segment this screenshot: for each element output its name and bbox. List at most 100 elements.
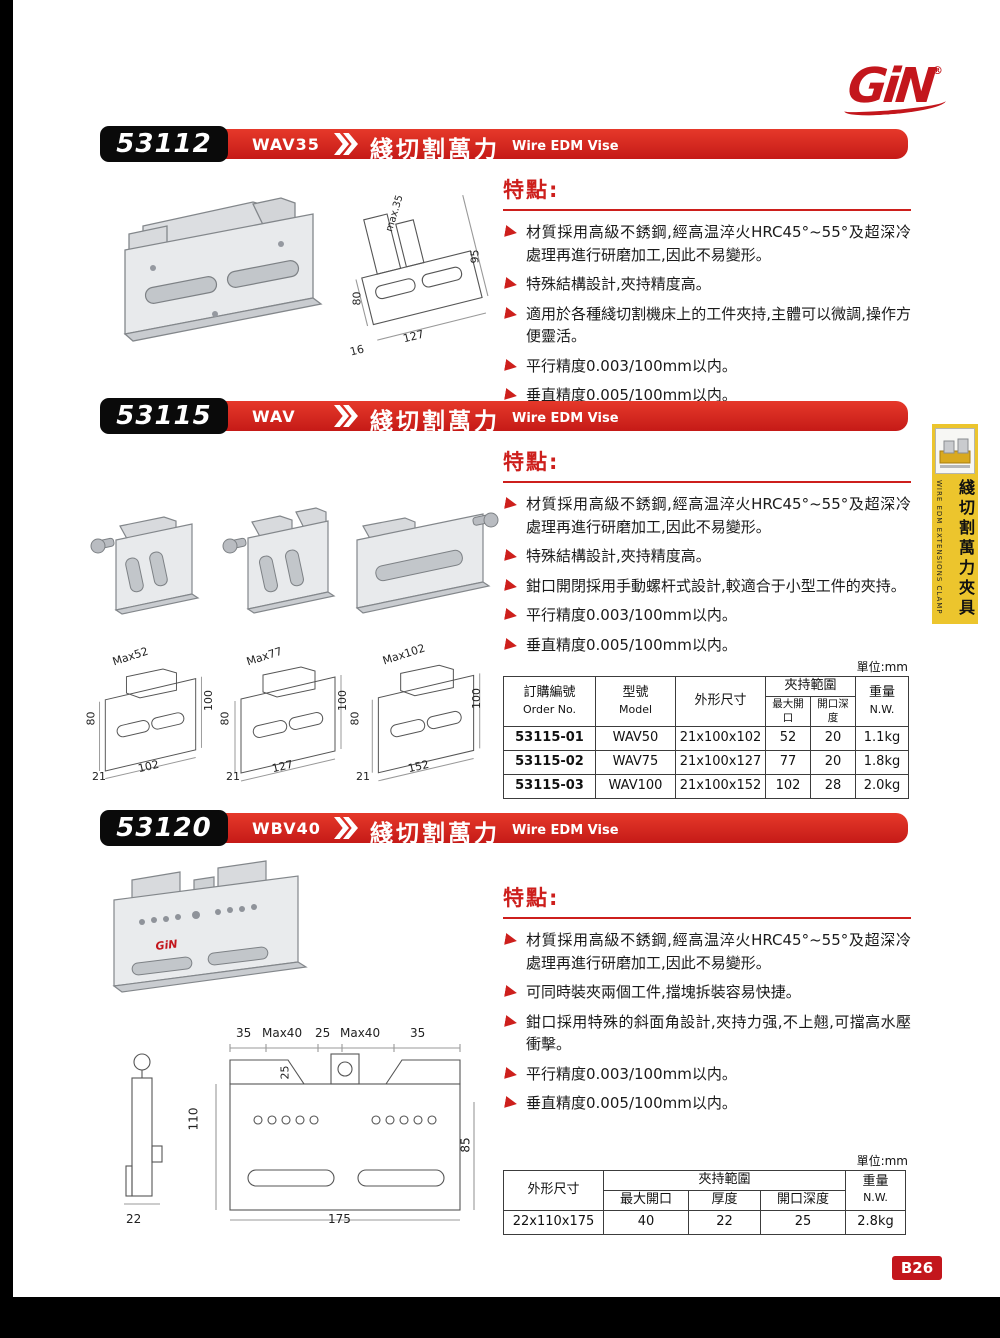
cell-open-depth: 28 bbox=[810, 774, 856, 800]
side-tab-text-zh: 綫切割萬力夾具 bbox=[956, 479, 975, 619]
cell-max-open: 77 bbox=[765, 750, 811, 776]
feature-text: 適用於各種綫切割機床上的工件夾持,主體可以微調,操作方便靈活。 bbox=[526, 304, 911, 346]
order-number-badge: 53120 bbox=[100, 810, 228, 846]
section-header-53115: 53115 WAV 綫切割萬力 Wire EDM Vise bbox=[0, 398, 1000, 435]
feature-item: 材質採用高級不銹鋼,經高温淬火HRC45°~55°及超深冷處理再進行研磨加工,因… bbox=[503, 929, 911, 974]
dim-label: 80 bbox=[350, 291, 364, 306]
col-header-en: N.W. bbox=[869, 702, 895, 716]
col-header-en: N.W. bbox=[863, 1191, 888, 1205]
dim-label: 175 bbox=[328, 1212, 351, 1226]
unit-label: 單位:mm bbox=[856, 660, 908, 674]
col-header-en: Order No. bbox=[522, 702, 577, 716]
feature-item: 平行精度0.003/100mm以内。 bbox=[503, 355, 911, 378]
feature-text: 鉗口開閉採用手動螺杆式設計,較適合于小型工件的夾持。 bbox=[526, 576, 906, 595]
cell-order-no: 53115-01 bbox=[503, 726, 596, 752]
bullet-flag-icon bbox=[504, 1096, 518, 1110]
cell-size: 22x110x175 bbox=[503, 1209, 604, 1235]
col-header-range: 夾持範圍 bbox=[603, 1170, 846, 1191]
feature-text: 可同時裝夾兩個工件,擋塊拆裝容易快捷。 bbox=[526, 983, 801, 1001]
product-image-wav75 bbox=[222, 507, 336, 614]
col-header-en: Model bbox=[618, 702, 653, 716]
col-header-range: 夾持範圍 bbox=[765, 676, 856, 697]
features-title: 特點: bbox=[503, 450, 560, 474]
section-title-en: Wire EDM Vise bbox=[512, 823, 619, 838]
dim-label: 35 bbox=[410, 1026, 426, 1040]
features-rule bbox=[503, 917, 911, 919]
product-logo-text: GiN bbox=[155, 937, 178, 953]
dim-label: 35 bbox=[236, 1026, 252, 1040]
col-header-model: 型號 Model bbox=[595, 675, 676, 728]
gin-logo: GiN® bbox=[843, 58, 966, 120]
col-header-zh: 訂購編號 bbox=[523, 684, 576, 700]
cell-max-open: 40 bbox=[603, 1209, 689, 1235]
page-edge-bottom bbox=[0, 1297, 1000, 1338]
dim-label: 21 bbox=[226, 770, 240, 783]
dim-label: 22 bbox=[126, 1212, 142, 1226]
page-edge-left bbox=[0, 0, 13, 1338]
feature-text: 垂直精度0.005/100mm以内。 bbox=[526, 1094, 737, 1112]
front-view-drawing-wbv40 bbox=[215, 1044, 475, 1221]
cell-size: 21x100x152 bbox=[675, 774, 766, 800]
features-title: 特點: bbox=[503, 886, 560, 910]
cell-order-no: 53115-02 bbox=[503, 750, 596, 776]
header-red-bar bbox=[112, 401, 908, 431]
section-header-53120: 53120 WBV40 綫切割萬力 Wire EDM Vise bbox=[0, 810, 1000, 847]
feature-item: 垂直精度0.005/100mm以内。 bbox=[503, 384, 911, 407]
header-red-bar bbox=[112, 813, 908, 843]
feature-text: 特殊結構設計,夾持精度高。 bbox=[526, 547, 711, 565]
cell-model: WAV100 bbox=[595, 774, 676, 800]
dimension-drawing-wav75 bbox=[234, 666, 342, 782]
bullet-flag-icon bbox=[504, 985, 518, 999]
feature-text: 特殊結構設計,夾持精度高。 bbox=[526, 275, 711, 293]
dim-label: 100 bbox=[470, 688, 483, 709]
side-tab-thumbnail bbox=[935, 428, 975, 474]
product-image-wav50 bbox=[90, 516, 200, 615]
table-row: 22x110x175 40 22 25 2.8kg bbox=[503, 1209, 906, 1235]
section-header-53112: 53112 WAV35 綫切割萬力 Wire EDM Vise bbox=[0, 126, 1000, 163]
col-subheader-open-depth: 開口深度 bbox=[810, 695, 856, 728]
side-tab-thumbnail-image bbox=[939, 438, 971, 468]
feature-item: 垂直精度0.005/100mm以内。 bbox=[503, 1092, 911, 1115]
features-rule bbox=[503, 209, 911, 211]
feature-item: 材質採用高級不銹鋼,經高温淬火HRC45°~55°及超深冷處理再進行研磨加工,因… bbox=[503, 221, 911, 266]
col-header-zh: 重量 bbox=[862, 1173, 889, 1189]
cell-size: 21x100x102 bbox=[675, 726, 766, 752]
cell-model: WAV50 bbox=[595, 726, 676, 752]
product-image-wav100 bbox=[355, 512, 499, 614]
dim-label: 100 bbox=[336, 690, 349, 711]
dim-label: Max40 bbox=[262, 1026, 303, 1040]
cell-order-no: 53115-03 bbox=[503, 774, 596, 800]
unit-label: 單位:mm bbox=[856, 1154, 908, 1168]
table-row: 53115-03 WAV100 21x100x152 102 28 2.0kg bbox=[503, 774, 909, 800]
dim-label: 110 bbox=[186, 1107, 201, 1131]
feature-item: 平行精度0.003/100mm以内。 bbox=[503, 1063, 911, 1086]
table-row: 53115-02 WAV75 21x100x127 77 20 1.8kg bbox=[503, 750, 909, 776]
section-title-zh: 綫切割萬力 bbox=[370, 821, 500, 847]
dim-label: 100 bbox=[202, 690, 215, 711]
feature-text: 材質採用高級不銹鋼,經高温淬火HRC45°~55°及超深冷處理再進行研磨加工,因… bbox=[526, 495, 911, 536]
bullet-flag-icon bbox=[504, 307, 518, 321]
side-tab-text-en: WIRE EDM EXTENSIONS CLAMP bbox=[935, 480, 943, 615]
dim-label: 21 bbox=[356, 770, 370, 783]
cell-open-depth: 20 bbox=[810, 726, 856, 752]
bullet-flag-icon bbox=[504, 638, 518, 652]
col-header-zh: 型號 bbox=[622, 684, 649, 700]
col-subheader-thickness: 厚度 bbox=[688, 1189, 761, 1211]
cell-thickness: 22 bbox=[688, 1209, 761, 1235]
double-chevron-icon bbox=[334, 405, 358, 427]
dim-label: 80 bbox=[84, 711, 98, 726]
col-header-weight: 重量 N.W. bbox=[845, 1170, 906, 1211]
section-title-en: Wire EDM Vise bbox=[512, 139, 619, 154]
bullet-flag-icon bbox=[504, 549, 518, 563]
product-image-wav35 bbox=[123, 197, 323, 342]
bullet-flag-icon bbox=[504, 497, 518, 511]
bullet-flag-icon bbox=[504, 1015, 518, 1029]
feature-text: 平行精度0.003/100mm以内。 bbox=[526, 606, 737, 624]
bullet-flag-icon bbox=[504, 1067, 518, 1081]
model-code: WAV35 bbox=[252, 135, 320, 154]
cell-weight: 1.8kg bbox=[855, 750, 909, 776]
cell-open-depth: 20 bbox=[810, 750, 856, 776]
dim-label: 25 bbox=[315, 1026, 331, 1040]
registered-mark: ® bbox=[932, 64, 944, 77]
